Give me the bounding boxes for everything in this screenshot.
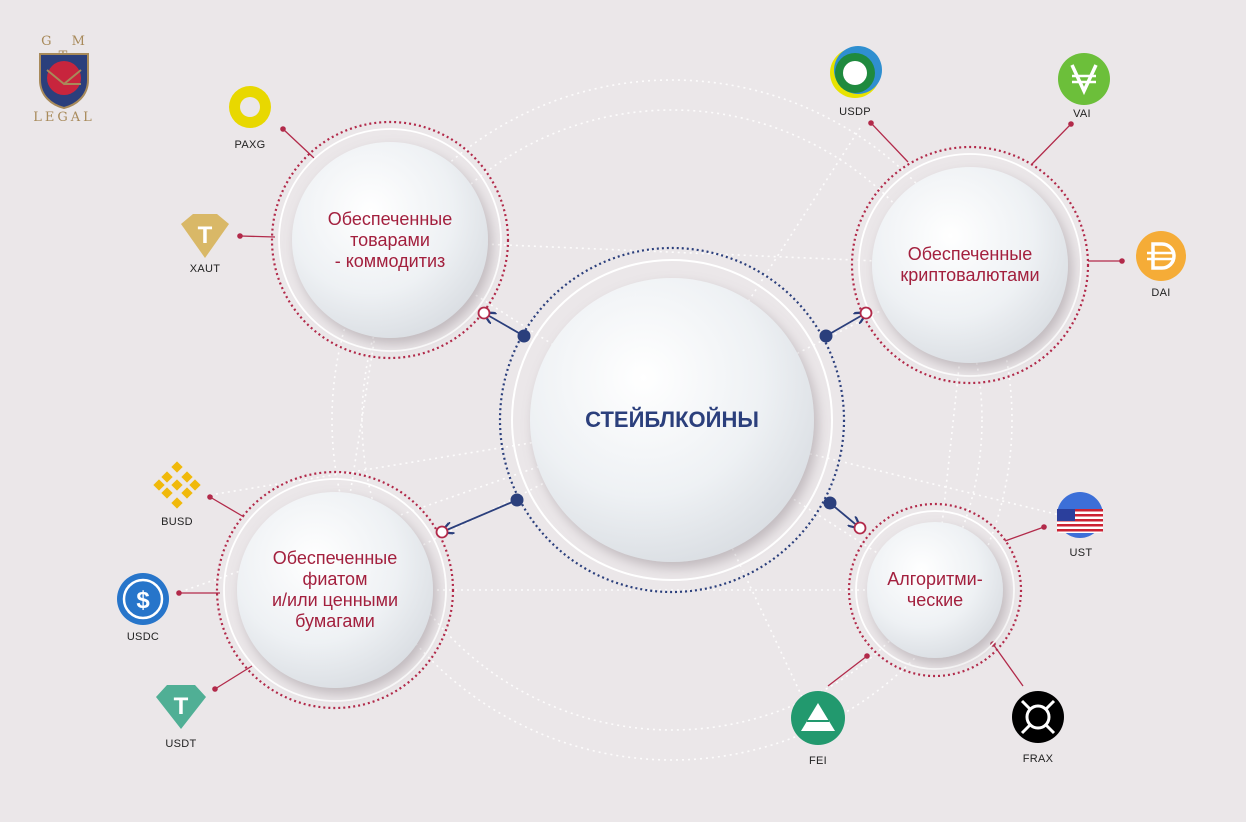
arrow-end-node	[435, 525, 449, 539]
arrow-start-dot	[510, 493, 524, 507]
svg-text:T: T	[174, 693, 189, 720]
tether-gold-icon: T	[181, 214, 229, 258]
connector-ust	[1004, 524, 1047, 542]
usdp-ring-icon	[830, 46, 882, 98]
coin-label-busd: BUSD	[161, 516, 193, 528]
category-label-line: Алгоритми-	[887, 569, 983, 589]
center-node	[498, 246, 846, 594]
coin-label-paxg: PAXG	[234, 139, 266, 151]
category-circles	[215, 120, 1090, 710]
inner-orbit-ring	[361, 109, 983, 731]
arrow-end-node	[477, 306, 491, 320]
coin-label-vai: VAI	[1073, 108, 1091, 120]
coin-label-usdt: USDT	[165, 738, 197, 750]
center-disc	[530, 278, 814, 562]
arrow-start-dot	[517, 329, 531, 343]
category-label-line: ческие	[906, 590, 964, 610]
coin-label-xaut: XAUT	[189, 263, 221, 275]
category-disc	[867, 522, 1003, 658]
outer-orbit-ring	[331, 79, 1013, 761]
gmt-legal-logo: G M T LEGAL	[28, 34, 100, 129]
category-thin-ring	[223, 478, 447, 702]
connector-xaut	[237, 233, 276, 239]
category-disc	[872, 167, 1068, 363]
svg-text:$: $	[136, 587, 150, 614]
arrow-3	[823, 496, 867, 535]
connector-usdt	[212, 665, 253, 692]
binance-icon	[153, 461, 201, 509]
logo-bottom-text: LEGAL	[33, 110, 95, 125]
arrow-line	[825, 313, 866, 337]
category-label-line: криптовалютами	[900, 265, 1040, 285]
category-label-line: Обеспеченные	[327, 208, 453, 229]
coin-label-ust: UST	[1069, 547, 1093, 559]
center-label: СТЕЙБЛКОЙНЫ	[585, 407, 759, 432]
arrow-end-node	[859, 306, 873, 320]
connector-frax	[990, 641, 1024, 687]
category-label-line: фиатом	[302, 569, 368, 589]
fei-pyramid-icon	[791, 691, 845, 745]
arrow-2	[435, 493, 524, 539]
category-label-line: и/или ценными	[271, 590, 399, 610]
connector-paxg	[280, 126, 315, 159]
arrow-end-node	[853, 521, 867, 535]
category-node-crypto	[850, 145, 1090, 385]
coin-icons: T $ T	[117, 46, 1186, 745]
category-dotted-ring	[270, 120, 510, 360]
coin-label-dai: DAI	[1151, 287, 1171, 299]
category-node-algorithmic	[847, 502, 1023, 678]
coin-label-fei: FEI	[808, 755, 827, 767]
category-label-line: Обеспеченные	[907, 244, 1033, 264]
category-dotted-ring	[215, 470, 455, 710]
arrow-1	[819, 306, 873, 343]
category-label-line: бумагами	[295, 611, 375, 631]
coin-label-usdp: USDP	[839, 106, 871, 118]
coin-connectors	[176, 120, 1125, 692]
category-thin-ring	[278, 128, 502, 352]
category-dotted-ring	[847, 502, 1023, 678]
arrow-start-dot	[819, 329, 833, 343]
category-disc	[237, 492, 433, 688]
us-flag-icon	[1057, 492, 1103, 538]
arrow-line	[442, 499, 518, 532]
dai-icon	[1136, 231, 1186, 281]
connector-dai	[1088, 258, 1125, 264]
connector-busd	[207, 494, 245, 518]
category-dotted-ring	[850, 145, 1090, 385]
connector-usdc	[176, 590, 220, 596]
arrow-0	[477, 306, 531, 343]
connection-arrows	[435, 306, 873, 539]
category-node-commodity	[270, 120, 510, 360]
coin-label-usdc: USDC	[126, 631, 160, 643]
paxg-ring-icon	[229, 86, 271, 128]
category-label-line: товарами	[350, 229, 430, 250]
frax-icon	[1012, 691, 1064, 743]
arrow-start-dot	[823, 496, 837, 510]
arrow-line	[829, 502, 860, 528]
category-thin-ring	[858, 153, 1082, 377]
logo-shield-icon	[39, 53, 89, 110]
connector-fei	[827, 653, 870, 687]
category-label-line: Обеспеченные	[272, 548, 398, 568]
arrow-line	[484, 313, 525, 337]
dollar-icon: $	[117, 573, 169, 625]
category-label-line: - коммодитиз	[334, 250, 446, 271]
category-node-fiat	[215, 470, 455, 710]
category-thin-ring	[855, 510, 1015, 670]
svg-text:T: T	[198, 222, 213, 249]
center-dotted-ring	[498, 246, 846, 594]
coin-label-frax: FRAX	[1022, 753, 1054, 765]
connector-vai	[1031, 121, 1074, 165]
connector-usdp	[868, 120, 909, 163]
tether-icon: T	[156, 685, 206, 729]
category-disc	[292, 142, 488, 338]
category-label-algorithmic: Алгоритми-ческие	[860, 560, 1010, 620]
vai-icon	[1058, 53, 1110, 105]
center-thin-ring	[511, 259, 833, 581]
